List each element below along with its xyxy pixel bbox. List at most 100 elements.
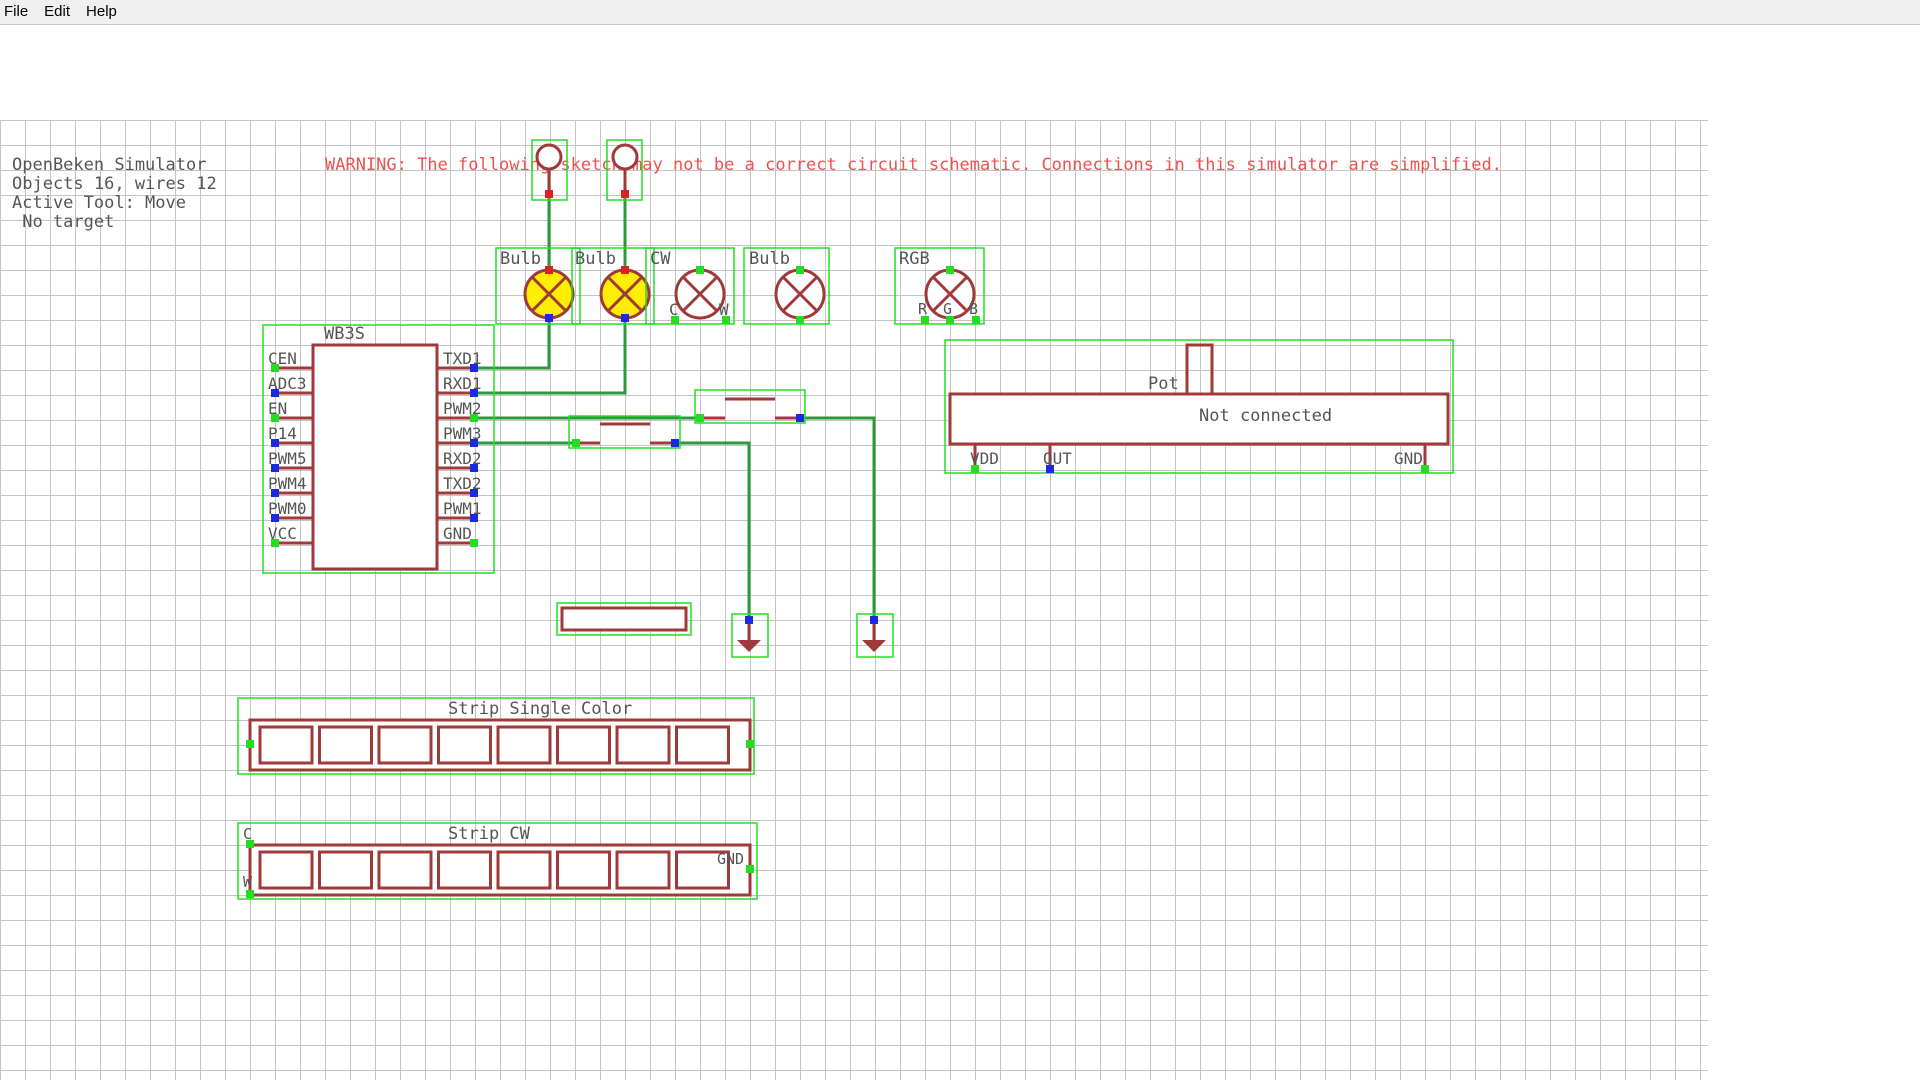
pot-label: Pot: [1148, 374, 1179, 394]
resistor-2[interactable]: [694, 389, 806, 424]
chip-pin-label-rxd1: RXD1: [443, 374, 482, 393]
chip-pin-dot[interactable]: [470, 439, 478, 447]
chip-pin-dot[interactable]: [470, 514, 478, 522]
strip-single-cells: [258, 725, 730, 765]
strip-single-color[interactable]: Strip Single Color: [237, 697, 755, 775]
strip-cell: [615, 725, 671, 765]
chip-pin-dot[interactable]: [271, 414, 279, 422]
chip-pin-dot[interactable]: [271, 364, 279, 372]
ground-2[interactable]: [856, 613, 894, 658]
bulb-cw[interactable]: CW C W: [645, 247, 735, 325]
strip-cw-cells: [258, 850, 730, 890]
strip-cell: [556, 725, 611, 765]
menu-bar: File Edit Help: [0, 0, 1920, 25]
chip-pin-label-rxd2: RXD2: [443, 449, 482, 468]
info-active-tool: Active Tool: Move: [12, 193, 186, 213]
warning-text: WARNING: The following sketch may not be…: [325, 155, 1502, 175]
strip-cell: [437, 725, 492, 765]
chip-pin-label-pwm3: PWM3: [443, 424, 482, 443]
strip-cw-pin-w: W: [243, 873, 253, 891]
menu-help[interactable]: Help: [86, 3, 117, 20]
chip-pin-label-txd2: TXD2: [443, 474, 482, 493]
chip-pin-dot[interactable]: [271, 489, 279, 497]
strip-cell: [675, 850, 730, 890]
grid: [0, 120, 1708, 1080]
strip-cell: [675, 725, 730, 765]
potentiometer[interactable]: Pot Not connected VDD OUT GND: [944, 339, 1454, 474]
strip-cell: [437, 850, 492, 890]
wires: [474, 195, 876, 620]
strip-cw-pin-c: C: [243, 825, 252, 843]
strip-cell: [615, 850, 671, 890]
strip-single-label: Strip Single Color: [448, 699, 632, 719]
strip-cell: [258, 850, 314, 890]
chip-pin-dot[interactable]: [271, 464, 279, 472]
strip-cw-label: Strip CW: [448, 824, 531, 844]
menu-file[interactable]: File: [4, 3, 29, 20]
chip-pin-label-en: EN: [268, 399, 287, 418]
bulb-cw-label: CW: [650, 249, 671, 269]
chip-pin-label-p14: P14: [268, 424, 297, 443]
chip-pin-label-vcc: VCC: [268, 524, 297, 543]
chip-pin-label-gnd: GND: [443, 524, 472, 543]
pot-pin-vdd: VDD: [970, 449, 999, 468]
chip-pin-dot[interactable]: [271, 514, 279, 522]
bulb-2[interactable]: Bulb: [571, 247, 655, 325]
button-1[interactable]: [531, 139, 568, 201]
chip-pin-dot[interactable]: [470, 414, 478, 422]
schematic-canvas[interactable]: OpenBeken Simulator Objects 16, wires 12…: [0, 25, 1920, 1080]
bulb-rgb[interactable]: RGB R G B: [894, 247, 985, 325]
bulb-rgb-pin-g: G: [943, 300, 952, 318]
bulb-cw-pin-c: C: [669, 300, 679, 319]
info-panel: OpenBeken Simulator Objects 16, wires 12…: [12, 155, 217, 232]
resistor-1[interactable]: [568, 415, 681, 449]
chip-pin-label-pwm5: PWM5: [268, 449, 307, 468]
chip-pin-dot[interactable]: [470, 464, 478, 472]
chip-pin-label-cen: CEN: [268, 349, 297, 368]
chip-pin-dot[interactable]: [271, 439, 279, 447]
pot-pin-gnd: GND: [1394, 449, 1423, 468]
strip-cell: [496, 850, 552, 890]
bulb-3[interactable]: Bulb: [743, 247, 830, 325]
info-target: No target: [12, 212, 114, 232]
wire-bulb2-rxd1: [474, 320, 627, 395]
strip-cw-pin-gnd: GND: [717, 850, 744, 868]
strip-cell: [496, 725, 552, 765]
chip-pin-label-pwm1: PWM1: [443, 499, 482, 518]
chip-pin-dot[interactable]: [271, 389, 279, 397]
pot-pin-out: OUT: [1043, 449, 1072, 468]
chip-pin-dot[interactable]: [470, 389, 478, 397]
chip-pin-dot[interactable]: [470, 489, 478, 497]
chip-pin-label-pwm4: PWM4: [268, 474, 307, 493]
chip-pin-label-txd1: TXD1: [443, 349, 482, 368]
bulb-1[interactable]: Bulb: [495, 247, 581, 325]
chip-pin-dot[interactable]: [470, 539, 478, 547]
bulb-rgb-pin-r: R: [918, 300, 928, 318]
strip-cell: [377, 725, 433, 765]
chip-pin-dot[interactable]: [470, 364, 478, 372]
info-title: OpenBeken Simulator: [12, 155, 206, 175]
rect-component[interactable]: [556, 602, 692, 636]
bulb-1-label: Bulb: [500, 249, 541, 269]
strip-cell: [318, 850, 373, 890]
bulb-rgb-label: RGB: [899, 249, 930, 269]
chip-name: WB3S: [324, 324, 365, 344]
chip-pin-label-pwm2: PWM2: [443, 399, 482, 418]
ground-1[interactable]: [731, 613, 769, 658]
menu-edit[interactable]: Edit: [44, 3, 71, 20]
strip-cell: [556, 850, 611, 890]
info-objects: Objects 16, wires 12: [12, 174, 217, 194]
bulb-rgb-pin-b: B: [969, 300, 978, 318]
bulb-3-label: Bulb: [749, 249, 790, 269]
wire-resistor1-ground1: [675, 441, 751, 620]
bulb-2-label: Bulb: [575, 249, 616, 269]
chip-pin-dot[interactable]: [271, 539, 279, 547]
wire-bulb1-txd1: [474, 320, 551, 370]
button-2[interactable]: [606, 139, 643, 201]
strip-cell: [318, 725, 373, 765]
wire-resistor2-ground2: [800, 416, 876, 620]
strip-cw[interactable]: Strip CW C W GND: [237, 822, 758, 900]
